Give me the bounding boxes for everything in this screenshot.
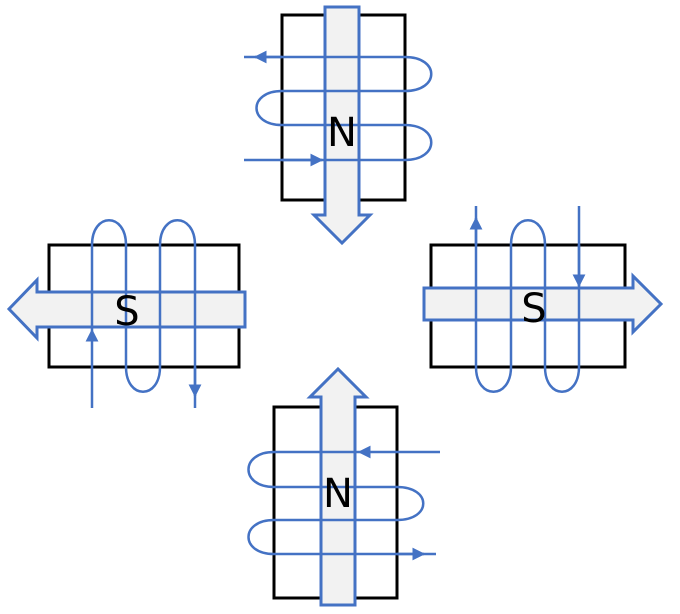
left-coil xyxy=(85,219,202,408)
top-electromagnet: N xyxy=(244,5,433,246)
left-pole-label: S xyxy=(114,289,139,335)
bottom-coil xyxy=(247,445,440,561)
left-electromagnet: S xyxy=(6,219,247,408)
top-pole-label: N xyxy=(327,110,357,156)
bottom-pole-label: N xyxy=(323,471,353,517)
right-pole-label: S xyxy=(521,286,546,332)
right-field-arrow xyxy=(422,272,664,336)
top-coil xyxy=(244,50,433,167)
right-coil xyxy=(469,206,586,393)
bottom-electromagnet: N xyxy=(247,366,440,607)
right-electromagnet: S xyxy=(422,206,664,393)
